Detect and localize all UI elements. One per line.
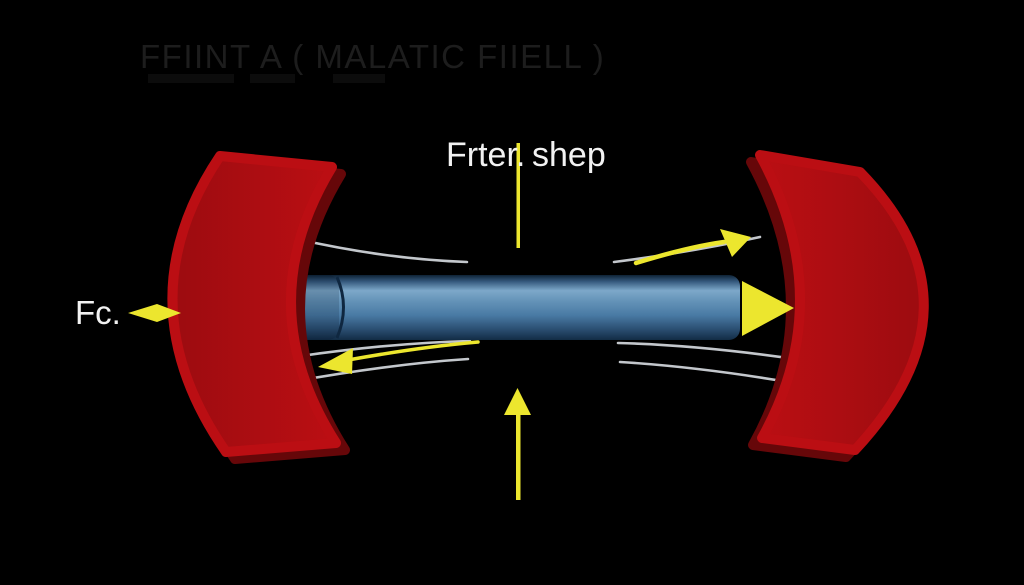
- label-field-center-left: Frter.: [446, 136, 526, 174]
- magnet-pole-right: [746, 150, 929, 462]
- field-lines: [294, 235, 804, 386]
- diagram-title: FFIINT A ( MALATIC FIIELL ): [140, 38, 606, 75]
- lower-left-curved-arrow-icon: [318, 340, 480, 374]
- rod-cap-seam: [335, 276, 345, 339]
- field-line-bottom-right-1: [616, 341, 804, 362]
- title-underline-smudges: [148, 74, 385, 83]
- label-force-left: Fc.: [75, 294, 121, 331]
- force-left-arrow-icon: [128, 304, 181, 322]
- field-line-bottom-left-2: [294, 357, 470, 383]
- rod-body: [293, 275, 740, 340]
- field-line-bottom-left-1: [299, 339, 472, 358]
- conductor-rod: [293, 275, 740, 340]
- rod-tip-arrow-icon: [742, 281, 794, 336]
- upper-right-curved-arrow-icon: [633, 229, 751, 266]
- field-line-bottom-right-2: [618, 360, 802, 386]
- label-field-center-right: shep: [532, 136, 606, 174]
- bottom-up-arrow-icon: [504, 388, 531, 500]
- field-line-top-left: [295, 237, 469, 264]
- right-magnet-body: [755, 150, 929, 455]
- arrows: [128, 143, 794, 500]
- top-center-marker-line: [516, 143, 520, 248]
- magnet-pole-left: [167, 151, 350, 464]
- left-magnet-body: [167, 151, 341, 457]
